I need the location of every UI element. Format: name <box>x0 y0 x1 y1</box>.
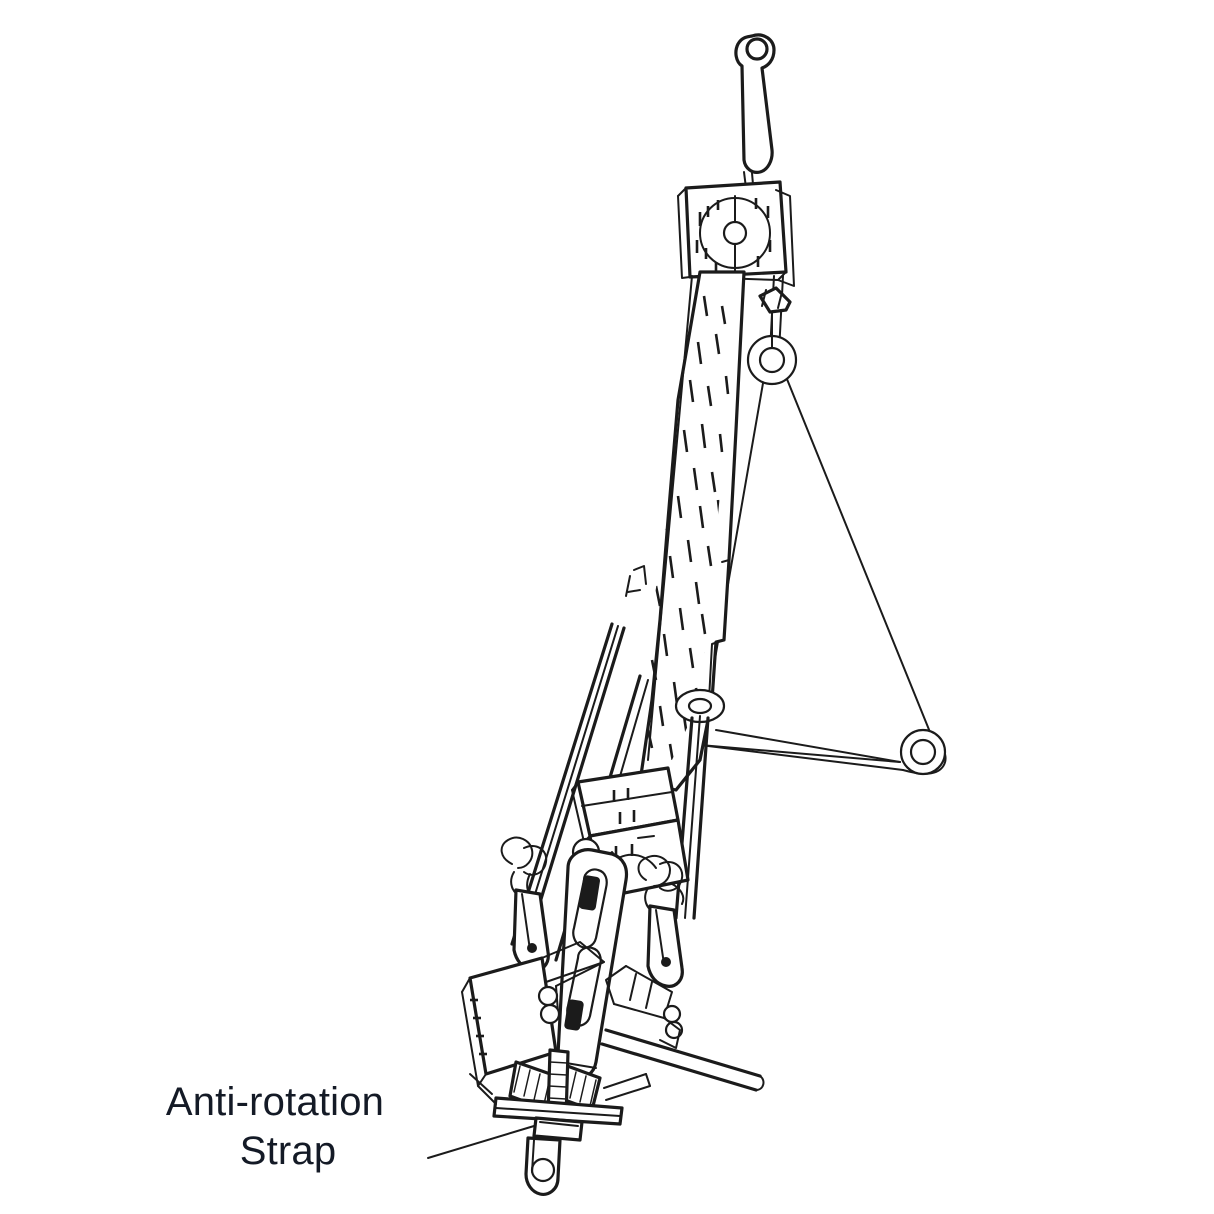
sling-eye-terminal <box>899 728 947 776</box>
handle-bar <box>600 1028 765 1092</box>
callout-line-1: Anti-rotation <box>165 1080 385 1124</box>
callout-leader-line <box>427 1125 535 1159</box>
anti-rotation-strap-bracket <box>492 1048 624 1142</box>
top-eye-rod <box>734 33 776 197</box>
hydraulic-cylinder-left <box>500 836 550 972</box>
sheave-head-block <box>677 180 795 287</box>
base-footplate <box>469 1073 651 1105</box>
hydraulic-cylinder-right <box>637 854 685 988</box>
right-shoulder-bracket <box>605 965 684 1049</box>
callout-line-2: Strap <box>239 1128 337 1173</box>
anti-rotation-strap-label: Anti-rotation Strap <box>110 1078 440 1176</box>
snatch-block-ring <box>746 275 798 386</box>
base-housing <box>461 941 605 1087</box>
eye-bolt-ring <box>674 688 901 920</box>
base-clevis-tongue <box>524 1136 562 1196</box>
